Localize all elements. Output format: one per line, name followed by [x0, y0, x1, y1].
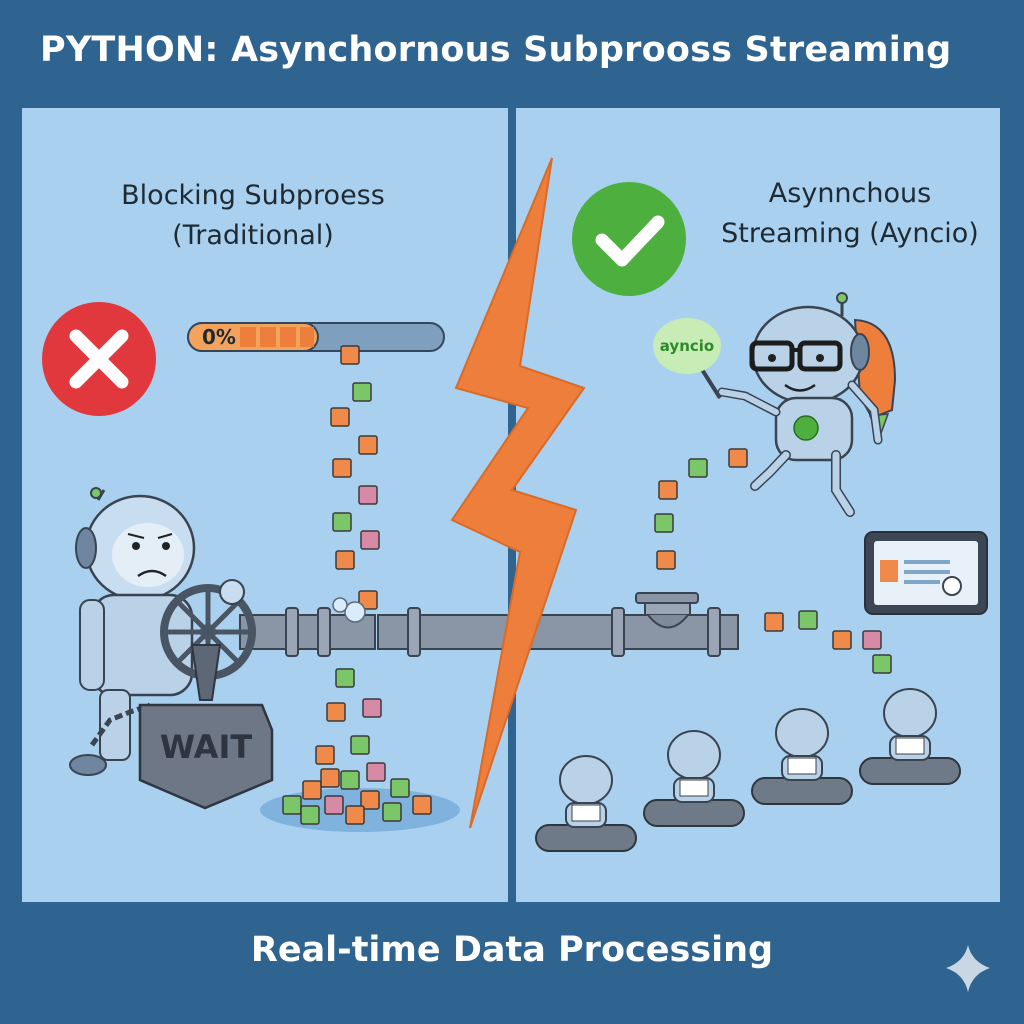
left-heading-line1: Blocking Subproess: [121, 180, 385, 211]
right-heading-line2: Streaming (Ayncio): [721, 218, 979, 249]
left-panel-heading: Blocking Subproess (Traditional): [22, 176, 484, 256]
right-heading-line1: Asynnchous: [768, 178, 932, 209]
wait-weight: [138, 644, 274, 810]
cross-icon: [42, 302, 156, 416]
blocked-data-cubes: [315, 345, 382, 765]
streaming-pipe: [377, 592, 739, 657]
check-icon: [572, 182, 686, 296]
cube-pile: [260, 762, 460, 832]
progress-label: 0%: [202, 325, 236, 349]
footer-caption: Real-time Data Processing: [250, 930, 774, 970]
worker-robot: [751, 708, 853, 805]
worker-robot: [859, 688, 961, 785]
wait-label: WAIT: [159, 728, 253, 766]
left-heading-line2: (Traditional): [172, 220, 334, 251]
sparkle-icon: [946, 945, 990, 992]
lightning-bolt: [450, 157, 586, 829]
sad-robot: [69, 487, 196, 776]
progress-bar: [187, 322, 445, 352]
right-panel-heading: Asynnchous Streaming (Ayncio): [700, 174, 1000, 254]
happy-robot: [694, 292, 897, 517]
ayncio-badge: ayncio: [653, 318, 721, 374]
worker-robot: [535, 755, 637, 852]
blocked-pipe: [239, 597, 376, 657]
page-title: PYTHON: Asynchornous Subprooss Streaming: [40, 30, 952, 70]
worker-robots: [535, 688, 961, 852]
tablet-icon: [864, 531, 988, 615]
worker-robot: [643, 730, 745, 827]
